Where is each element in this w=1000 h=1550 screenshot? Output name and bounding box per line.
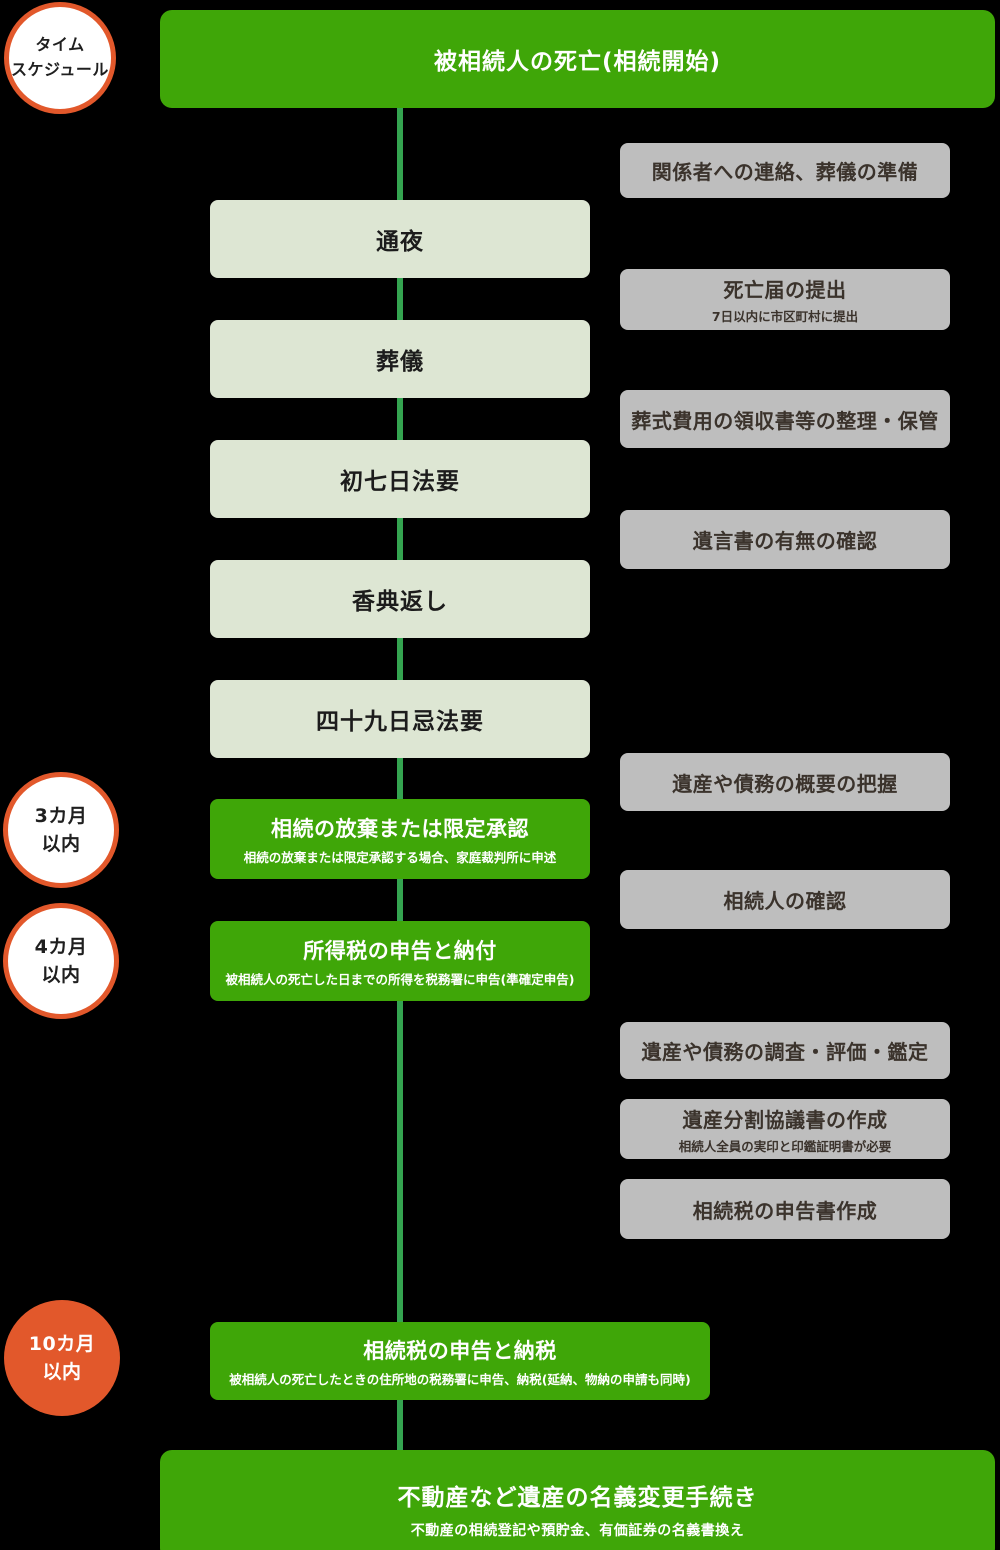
task-contact-funeral-prep-title: 関係者への連絡、葬儀の準備 [651, 160, 919, 184]
deadline-event-inheritance-tax: 相続税の申告と納税 被相続人の死亡したときの住所地の税務署に申告、納税(延納、物… [210, 1322, 710, 1400]
task-funeral-receipts: 葬式費用の領収書等の整理・保管 [620, 390, 950, 448]
end-banner: 不動産など遺産の名義変更手続き 不動産の相続登記や預貯金、有価証券の名義書換え [160, 1450, 995, 1550]
deadline-badge-4-months-line1: 4カ月 [34, 935, 88, 958]
event-wake-label: 通夜 [376, 229, 424, 255]
timeline-line [397, 108, 403, 1450]
event-return-gifts-label: 香典返し [352, 589, 448, 615]
deadline-event-income-tax-subtitle: 被相続人の死亡した日までの所得を税務署に申告(準確定申告) [225, 971, 575, 987]
deadline-event-renunciation: 相続の放棄または限定承認 相続の放棄または限定承認する場合、家庭裁判所に申述 [210, 799, 590, 879]
task-heirs-confirmation: 相続人の確認 [620, 870, 950, 929]
deadline-badge-10-months-line2: 以内 [42, 1361, 82, 1383]
event-49th-day-memorial: 四十九日忌法要 [210, 680, 590, 758]
deadline-event-renunciation-subtitle: 相続の放棄または限定承認する場合、家庭裁判所に申述 [243, 849, 557, 865]
deadline-badge-10-months: 10カ月 以内 [4, 1300, 120, 1416]
task-death-notification-title: 死亡届の提出 [723, 278, 847, 302]
deadline-badge-3-months-line2: 以内 [41, 833, 81, 855]
task-division-agreement: 遺産分割協議書の作成 相続人全員の実印と印鑑証明書が必要 [620, 1099, 950, 1159]
deadline-badge-3-months-line1: 3カ月 [34, 804, 88, 827]
start-banner-title: 被相続人の死亡(相続開始) [433, 49, 722, 75]
task-heirs-confirmation-title: 相続人の確認 [723, 889, 847, 913]
task-tax-return-preparation: 相続税の申告書作成 [620, 1179, 950, 1239]
event-funeral-label: 葬儀 [376, 349, 424, 375]
event-seventh-day-memorial: 初七日法要 [210, 440, 590, 518]
start-banner: 被相続人の死亡(相続開始) [160, 10, 995, 108]
deadline-badge-10-months-line1: 10カ月 [28, 1332, 96, 1355]
deadline-badge-4-months-line2: 以内 [41, 964, 81, 986]
event-49th-day-memorial-label: 四十九日忌法要 [316, 709, 484, 735]
task-will-check: 遺言書の有無の確認 [620, 510, 950, 569]
end-banner-title: 不動産など遺産の名義変更手続き [397, 1485, 758, 1511]
deadline-event-inheritance-tax-title: 相続税の申告と納税 [363, 1338, 557, 1363]
task-death-notification-subtitle: 7日以内に市区町村に提出 [711, 309, 859, 324]
task-tax-return-preparation-title: 相続税の申告書作成 [692, 1198, 878, 1223]
task-estate-appraisal-title: 遺産や債務の調査・評価・鑑定 [641, 1040, 929, 1064]
task-will-check-title: 遺言書の有無の確認 [692, 529, 878, 553]
event-funeral: 葬儀 [210, 320, 590, 398]
badge-line2: スケジュール [11, 60, 109, 79]
time-schedule-badge: タイム スケジュール [4, 2, 116, 114]
event-wake: 通夜 [210, 200, 590, 278]
task-division-agreement-subtitle: 相続人全員の実印と印鑑証明書が必要 [678, 1138, 892, 1154]
task-estate-overview: 遺産や債務の概要の把握 [620, 753, 950, 811]
task-estate-appraisal: 遺産や債務の調査・評価・鑑定 [620, 1022, 950, 1079]
deadline-event-renunciation-title: 相続の放棄または限定承認 [271, 816, 529, 841]
deadline-badge-4-months: 4カ月 以内 [3, 903, 119, 1019]
task-estate-overview-title: 遺産や債務の概要の把握 [672, 771, 898, 796]
event-seventh-day-memorial-label: 初七日法要 [340, 469, 460, 495]
task-contact-funeral-prep: 関係者への連絡、葬儀の準備 [620, 143, 950, 198]
task-funeral-receipts-title: 葬式費用の領収書等の整理・保管 [631, 408, 939, 433]
deadline-badge-3-months: 3カ月 以内 [3, 772, 119, 888]
event-return-gifts: 香典返し [210, 560, 590, 638]
task-death-notification: 死亡届の提出 7日以内に市区町村に提出 [620, 269, 950, 330]
badge-line1: タイム [35, 35, 85, 55]
deadline-event-income-tax: 所得税の申告と納付 被相続人の死亡した日までの所得を税務署に申告(準確定申告) [210, 921, 590, 1001]
end-banner-subtitle: 不動産の相続登記や預貯金、有価証券の名義書換え [410, 1523, 745, 1539]
task-division-agreement-title: 遺産分割協議書の作成 [682, 1107, 888, 1132]
deadline-event-income-tax-title: 所得税の申告と納付 [303, 938, 497, 963]
deadline-event-inheritance-tax-subtitle: 被相続人の死亡したときの住所地の税務署に申告、納税(延納、物納の申請も同時) [229, 1371, 691, 1387]
